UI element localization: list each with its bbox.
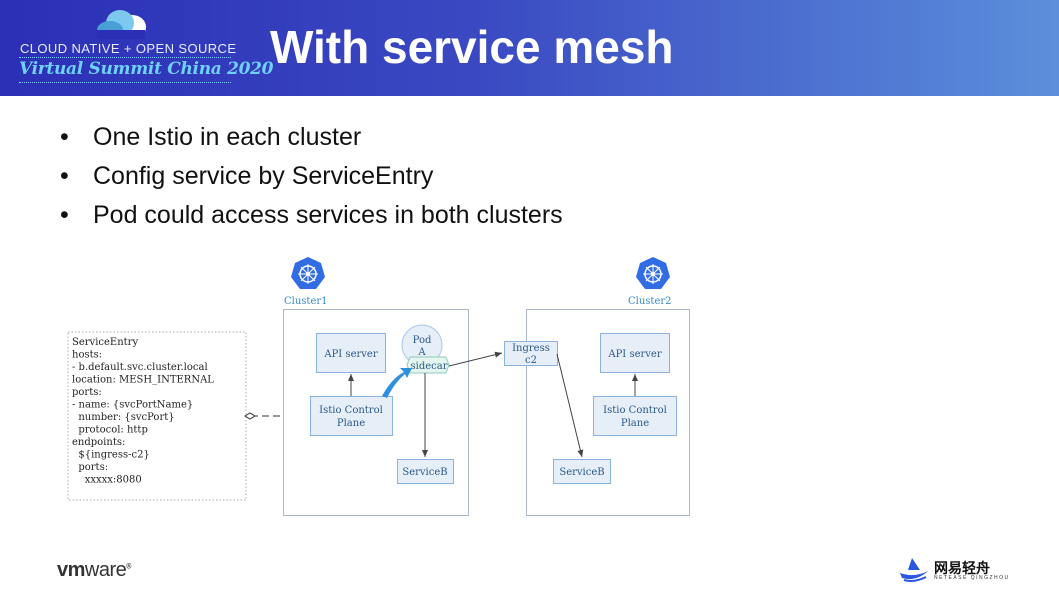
cluster2-label: Cluster2 bbox=[628, 296, 672, 307]
istio-label: Istio Control bbox=[603, 405, 667, 416]
service-entry-line: ${ingress-c2} bbox=[72, 450, 150, 461]
istio-label: Plane bbox=[337, 418, 365, 429]
service-entry-line: location: MESH_INTERNAL bbox=[72, 375, 214, 386]
netease-logo-text: 网易轻舟 bbox=[934, 560, 990, 576]
service-entry-line: hosts: bbox=[72, 350, 102, 361]
cluster1-serviceb bbox=[397, 459, 454, 484]
kubernetes-icon bbox=[635, 256, 671, 290]
bullet-icon: • bbox=[60, 201, 69, 229]
service-entry-line: xxxxx:8080 bbox=[72, 475, 142, 486]
netease-qingzhou-logo: 网易轻舟 NETEASE QINGZHOU bbox=[898, 556, 1008, 589]
istio-label: Istio Control bbox=[319, 405, 383, 416]
service-entry-line: ports: bbox=[72, 387, 102, 398]
logo-text-cloud-native: CLOUD NATIVE + OPEN SOURCE bbox=[20, 41, 237, 56]
diamond-connector-icon bbox=[244, 412, 256, 420]
bullet-list: • One Istio in each cluster • Config servi… bbox=[60, 122, 563, 239]
bullet-icon: • bbox=[60, 123, 69, 151]
boat-logo-icon bbox=[900, 558, 928, 582]
netease-logo-subtext: NETEASE QINGZHOU bbox=[934, 575, 1010, 581]
cluster2-api-server bbox=[600, 333, 670, 373]
sidecar-to-ingress-arrow bbox=[448, 351, 503, 367]
sidecar bbox=[406, 356, 450, 374]
bullet-text: Pod could access services in both cluste… bbox=[93, 201, 563, 229]
service-entry-line: protocol: http bbox=[72, 425, 148, 436]
sidecar-label: sidecar bbox=[411, 361, 448, 372]
bullet-item: • Config service by ServiceEntry bbox=[60, 161, 563, 200]
cloud-logo-icon bbox=[97, 10, 146, 39]
serviceb-label: ServiceB bbox=[402, 467, 447, 478]
slide-title: With service mesh bbox=[270, 21, 674, 73]
cluster2-ingress bbox=[504, 341, 558, 366]
logo-divider bbox=[19, 82, 231, 83]
service-entry-line: ports: bbox=[72, 462, 108, 473]
cluster1-api-server bbox=[316, 333, 386, 373]
pod-label: A bbox=[417, 347, 426, 358]
istio-label: Plane bbox=[621, 418, 649, 429]
bullet-item: • One Istio in each cluster bbox=[60, 122, 563, 161]
slide-header: CLOUD NATIVE + OPEN SOURCE Virtual Summi… bbox=[0, 0, 1059, 96]
service-entry-line: - b.default.svc.cluster.local bbox=[72, 362, 208, 373]
ingress-label: c2 bbox=[525, 355, 537, 366]
cluster1-istio-control-plane bbox=[310, 396, 393, 436]
service-entry-line: endpoints: bbox=[72, 437, 125, 448]
cluster2-istio-control-plane bbox=[593, 396, 677, 436]
serviceb-label: ServiceB bbox=[559, 467, 604, 478]
bullet-text: Config service by ServiceEntry bbox=[93, 162, 434, 190]
service-entry-line: - name: {svcPortName} bbox=[72, 400, 193, 411]
service-entry-line: number: {svcPort} bbox=[72, 412, 175, 423]
kubernetes-icon bbox=[290, 256, 326, 290]
logo-text-summit: Virtual Summit China 2020 bbox=[19, 59, 274, 79]
cluster1-label: Cluster1 bbox=[284, 296, 328, 307]
api-server-label: API server bbox=[607, 349, 661, 360]
service-entry-box bbox=[67, 331, 247, 501]
ingress-to-serviceb-arrow bbox=[556, 353, 584, 458]
logo-divider bbox=[19, 57, 231, 58]
bullet-item: • Pod could access services in both clust… bbox=[60, 200, 563, 239]
bullet-text: One Istio in each cluster bbox=[93, 123, 362, 151]
cluster2-serviceb bbox=[553, 459, 611, 484]
pod-label: Pod bbox=[413, 335, 432, 346]
config-push-arrow bbox=[382, 368, 412, 398]
ingress-label: Ingress bbox=[512, 343, 550, 354]
service-entry-yaml: ServiceEntry hosts:- b.default.svc.cluste… bbox=[72, 337, 214, 486]
bullet-icon: • bbox=[60, 162, 69, 190]
api-server-label: API server bbox=[323, 349, 377, 360]
vmware-logo: vmware® bbox=[57, 559, 131, 581]
service-entry-line: ServiceEntry bbox=[72, 337, 138, 348]
